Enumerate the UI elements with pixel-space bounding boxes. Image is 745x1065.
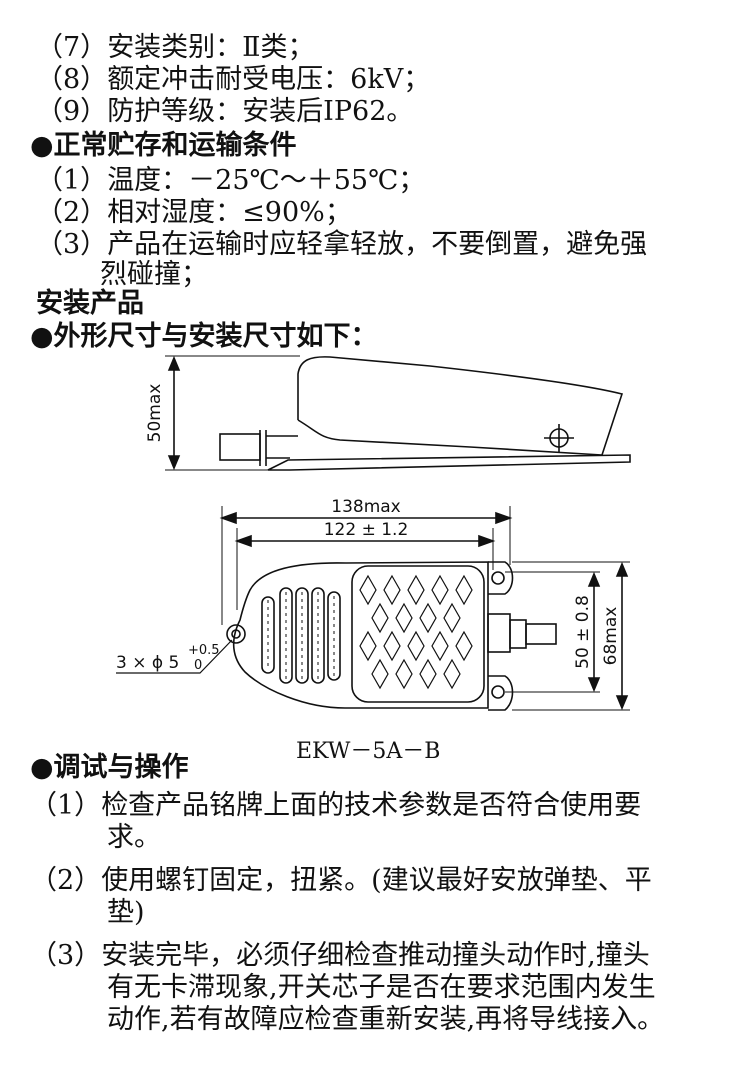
dimensions-heading: ●外形尺寸与安装尺寸如下： bbox=[30, 321, 378, 352]
storage-item-3: （3）产品在运输时应轻拿轻放，不要倒置，避免强 bbox=[36, 229, 648, 260]
install-section-title: 安装产品 bbox=[36, 288, 144, 319]
storage-item-2: （2）相对湿度：≤90%； bbox=[36, 197, 352, 228]
pedal-top bbox=[297, 356, 624, 456]
storage-item-3-cont: 烈碰撞； bbox=[100, 259, 208, 290]
mounting-hole-left bbox=[226, 624, 246, 644]
operation-item-3-cont-2: 动作,若有故障应检查重新安装,再将导线接入。 bbox=[107, 1004, 665, 1035]
connector-nut-top bbox=[487, 613, 511, 653]
diamond-pattern bbox=[359, 574, 473, 690]
pedal-outline bbox=[232, 561, 489, 709]
operation-item-1: （1）检查产品铭牌上面的技术参数是否符合使用要 bbox=[30, 790, 642, 821]
operation-heading: ●调试与操作 bbox=[30, 752, 189, 783]
side-view bbox=[165, 355, 631, 471]
install-param-7: （7）安装类别：Ⅱ类； bbox=[36, 32, 315, 63]
height-label: 50max bbox=[145, 384, 165, 443]
hole-tol-lower: 0 bbox=[194, 658, 202, 673]
mounting-hole-top-right bbox=[491, 571, 505, 585]
connector-body bbox=[266, 435, 298, 459]
operation-item-2: （2）使用螺钉固定，扭紧。(建议最好安放弹垫、平 bbox=[30, 865, 652, 896]
operation-item-2-cont: 垫) bbox=[107, 897, 145, 928]
connector-nut bbox=[259, 430, 267, 466]
width-outer-label: 68max bbox=[601, 607, 621, 666]
install-param-8: （8）额定冲击耐受电压：6kV； bbox=[36, 64, 431, 95]
length-outer-label: 138max bbox=[331, 497, 401, 517]
operation-item-3: （3）安装完毕，必须仔细检查推动撞头动作时,撞头 bbox=[30, 940, 650, 971]
model-caption: EKW－5A－B bbox=[296, 739, 441, 764]
pivot-crosshair bbox=[544, 424, 574, 452]
operation-item-3-cont-1: 有无卡滞现象,开关芯子是否在要求范围内发生 bbox=[107, 972, 656, 1003]
hole-label: 3 × ϕ 5 bbox=[116, 653, 179, 673]
pedal-lower-edge bbox=[297, 419, 603, 456]
hole-tol-upper: +0.5 bbox=[188, 643, 220, 658]
operation-item-1-cont: 求。 bbox=[107, 822, 161, 853]
install-param-9: （9）防护等级：安装后IP62。 bbox=[36, 96, 414, 127]
base-plate bbox=[267, 454, 631, 471]
storage-heading: ●正常贮存和运输条件 bbox=[30, 130, 297, 161]
width-inner-label: 50 ± 0.8 bbox=[573, 595, 593, 669]
diamond-pad bbox=[351, 565, 485, 703]
top-view bbox=[116, 506, 630, 711]
length-inner-label: 122 ± 1.2 bbox=[324, 520, 409, 540]
storage-item-1: （1）温度：－25℃～＋55℃； bbox=[36, 165, 426, 196]
cable-connector bbox=[219, 433, 261, 461]
mounting-hole-bottom-right bbox=[491, 685, 505, 699]
